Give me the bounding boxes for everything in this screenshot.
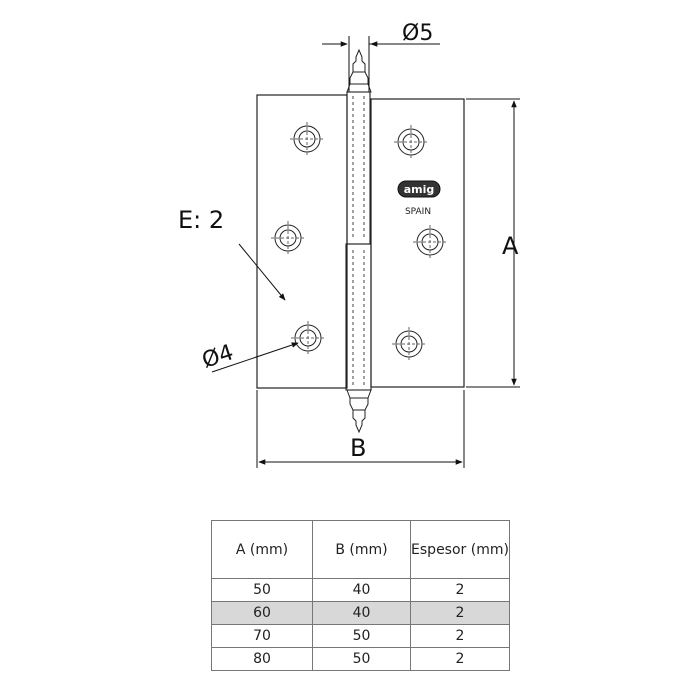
top-finial xyxy=(346,48,372,93)
column-header-b: B (mm) xyxy=(312,520,411,579)
brand-country: SPAIN xyxy=(405,207,431,217)
column-header-a: A (mm) xyxy=(211,520,313,579)
hole-diameter-leader xyxy=(211,342,299,373)
table-cell: 2 xyxy=(410,647,510,671)
table-cell: 50 xyxy=(211,578,313,602)
height-label: A xyxy=(502,232,519,260)
dimensions-table: A (mm) B (mm) Espesor (mm) 50 40 2 60 40… xyxy=(211,520,510,671)
hinge-knuckle xyxy=(345,91,372,391)
table-header-row: A (mm) B (mm) Espesor (mm) xyxy=(211,520,510,579)
table-cell: 60 xyxy=(211,601,313,625)
screw-hole xyxy=(392,327,426,361)
table-cell: 50 xyxy=(312,647,411,671)
table-cell: 40 xyxy=(312,578,411,602)
table-cell: 2 xyxy=(410,624,510,648)
screw-hole xyxy=(271,221,305,255)
table-cell: 40 xyxy=(312,601,411,625)
thickness-leader xyxy=(238,243,286,301)
screw-hole xyxy=(394,125,428,159)
table-cell: 70 xyxy=(211,624,313,648)
width-dimension xyxy=(256,390,465,468)
screw-hole xyxy=(291,321,325,355)
table-cell: 80 xyxy=(211,647,313,671)
brand-logo-text: amig xyxy=(404,183,435,196)
bottom-finial xyxy=(346,389,372,434)
hole-diameter-label: Ø4 xyxy=(199,340,237,373)
right-hinge-leaf xyxy=(370,98,465,388)
table-row: 70 50 2 xyxy=(211,624,510,648)
table-row: 80 50 2 xyxy=(211,647,510,671)
table-row: 50 40 2 xyxy=(211,578,510,602)
pin-diameter-dimension xyxy=(322,36,440,92)
screw-hole xyxy=(413,225,447,259)
height-dimension xyxy=(466,98,520,388)
hinge-technical-drawing: amig SPAIN Ø5 A B E: 2 Ø4 xyxy=(178,21,520,468)
width-label: B xyxy=(350,434,366,462)
screw-hole xyxy=(290,122,324,156)
column-header-espesor: Espesor (mm) xyxy=(410,520,510,579)
pin-diameter-label: Ø5 xyxy=(402,21,433,46)
table-cell: 50 xyxy=(312,624,411,648)
brand-logo xyxy=(397,180,441,198)
table-cell: 2 xyxy=(410,578,510,602)
table-cell: 2 xyxy=(410,601,510,625)
table-row: 60 40 2 xyxy=(211,601,510,625)
thickness-label: E: 2 xyxy=(178,206,224,234)
